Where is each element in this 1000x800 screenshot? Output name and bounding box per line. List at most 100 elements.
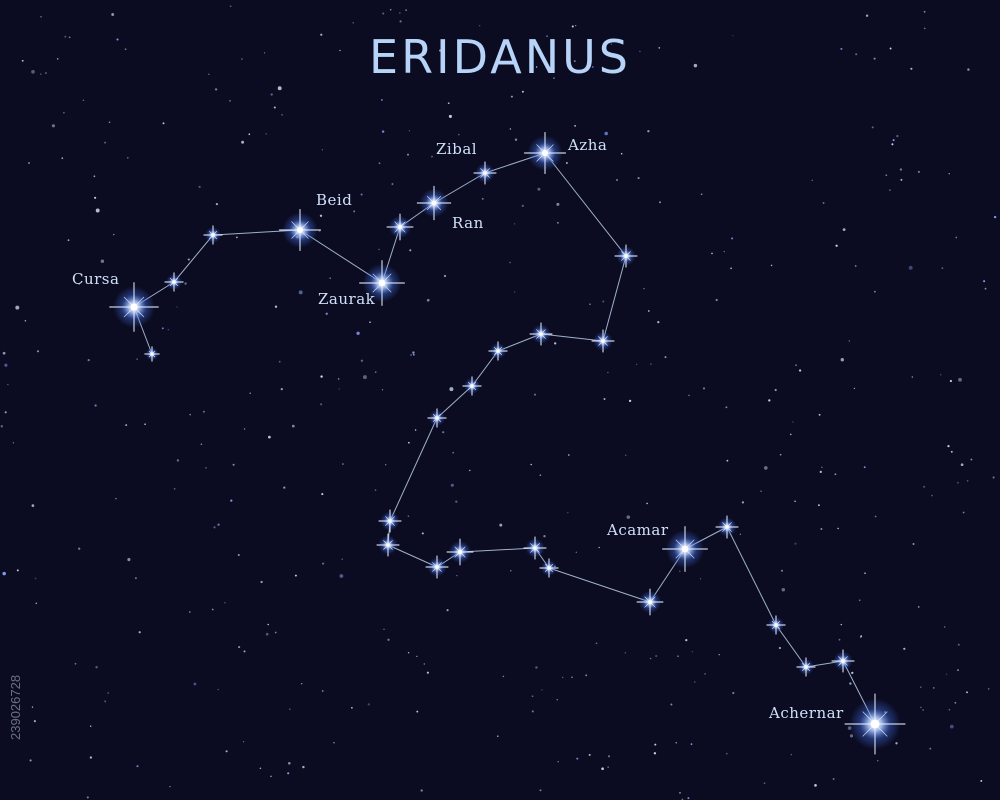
background-star bbox=[302, 765, 305, 769]
background-star bbox=[115, 497, 117, 500]
background-star bbox=[259, 767, 262, 770]
background-star bbox=[835, 244, 838, 247]
background-star bbox=[993, 215, 997, 219]
background-star bbox=[288, 708, 291, 711]
background-star bbox=[421, 532, 424, 535]
background-star bbox=[834, 473, 837, 476]
background-star bbox=[125, 424, 128, 427]
star-achernar bbox=[844, 693, 906, 755]
background-star bbox=[704, 673, 706, 675]
background-star bbox=[763, 782, 766, 785]
background-star bbox=[33, 720, 36, 723]
background-star bbox=[639, 50, 641, 53]
background-star bbox=[725, 752, 728, 755]
background-star bbox=[534, 393, 536, 396]
background-star bbox=[585, 674, 588, 677]
background-star bbox=[211, 608, 214, 611]
background-star bbox=[214, 88, 218, 91]
background-star bbox=[243, 650, 246, 653]
background-star bbox=[603, 398, 606, 400]
star-s1 bbox=[144, 346, 160, 362]
background-star bbox=[814, 784, 817, 787]
background-star bbox=[208, 73, 210, 75]
background-star bbox=[874, 515, 877, 518]
background-star bbox=[637, 177, 640, 180]
background-star bbox=[189, 413, 191, 416]
background-star bbox=[90, 725, 92, 727]
star-s20 bbox=[766, 615, 786, 635]
background-star bbox=[205, 467, 207, 469]
background-star bbox=[399, 20, 402, 23]
constellation-line bbox=[540, 333, 604, 342]
background-star bbox=[730, 267, 732, 270]
background-star bbox=[225, 750, 228, 753]
background-star bbox=[849, 682, 852, 685]
star-s8 bbox=[529, 322, 553, 346]
background-star bbox=[4, 411, 7, 414]
background-star bbox=[992, 476, 995, 479]
background-star bbox=[795, 364, 797, 366]
background-star bbox=[863, 466, 866, 469]
background-star bbox=[104, 700, 107, 703]
background-star bbox=[232, 463, 235, 466]
background-star bbox=[82, 99, 85, 102]
background-star bbox=[543, 535, 546, 538]
background-star bbox=[113, 233, 115, 236]
background-star bbox=[263, 52, 266, 54]
background-star bbox=[655, 654, 658, 658]
background-star bbox=[917, 170, 920, 173]
background-star bbox=[903, 647, 906, 650]
background-star bbox=[420, 789, 423, 792]
background-star bbox=[176, 306, 178, 308]
star-label-achernar: Achernar bbox=[769, 704, 844, 722]
background-star bbox=[450, 483, 454, 487]
background-star bbox=[923, 10, 926, 13]
background-star bbox=[213, 526, 216, 529]
background-star bbox=[241, 140, 245, 144]
background-star bbox=[607, 371, 609, 374]
star-s3 bbox=[203, 225, 223, 245]
star-s5 bbox=[416, 185, 452, 221]
background-star bbox=[794, 500, 796, 503]
background-star bbox=[604, 131, 608, 136]
background-star bbox=[127, 558, 131, 562]
background-star bbox=[509, 128, 512, 130]
background-star bbox=[840, 358, 844, 362]
star-s22 bbox=[831, 649, 855, 673]
background-stars bbox=[0, 5, 997, 800]
star-s15 bbox=[446, 538, 474, 566]
background-star bbox=[607, 766, 609, 768]
background-star bbox=[779, 453, 782, 456]
background-star bbox=[659, 201, 661, 204]
background-star bbox=[967, 68, 970, 71]
background-star bbox=[654, 743, 657, 746]
background-star bbox=[167, 329, 169, 331]
background-star bbox=[589, 303, 591, 306]
background-star bbox=[702, 387, 706, 390]
background-star bbox=[408, 441, 410, 444]
background-star bbox=[362, 375, 367, 380]
background-star bbox=[456, 575, 458, 577]
background-star bbox=[649, 657, 652, 660]
background-star bbox=[966, 479, 969, 482]
background-star bbox=[267, 623, 269, 626]
background-star bbox=[811, 179, 813, 182]
background-star bbox=[949, 379, 953, 383]
background-star bbox=[510, 95, 513, 98]
background-star bbox=[885, 174, 888, 177]
background-star bbox=[860, 635, 863, 638]
background-star bbox=[86, 796, 89, 799]
background-star bbox=[732, 691, 735, 695]
background-star bbox=[838, 638, 841, 641]
background-star bbox=[628, 399, 632, 403]
background-star bbox=[430, 155, 434, 158]
background-star bbox=[265, 133, 267, 135]
background-star bbox=[237, 553, 240, 557]
background-star bbox=[100, 259, 105, 263]
background-star bbox=[169, 785, 171, 788]
background-star bbox=[339, 574, 344, 578]
background-star bbox=[670, 703, 673, 706]
background-star bbox=[278, 360, 281, 363]
background-star bbox=[521, 204, 524, 208]
